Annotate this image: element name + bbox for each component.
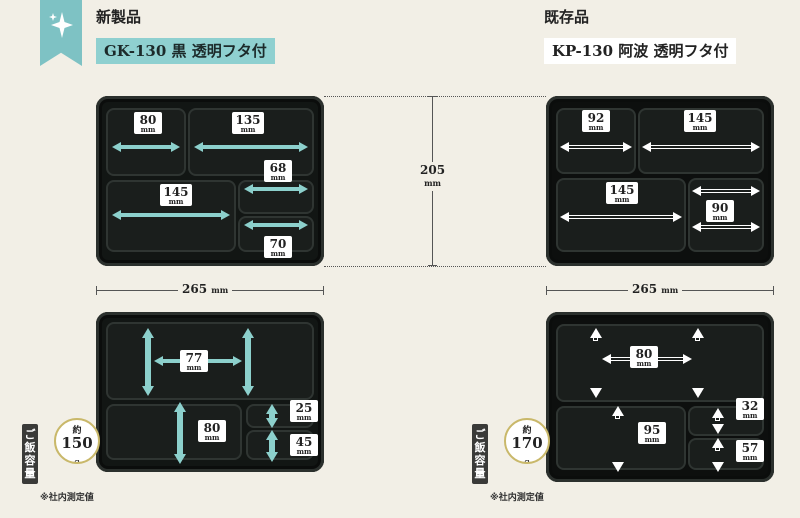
width-dimension-label: 265 mm (178, 282, 233, 296)
measurement-note: ※社内測定値 (490, 493, 544, 503)
depth-arrow (612, 406, 624, 472)
depth-arrow (174, 402, 186, 464)
rice-capacity-label: ご飯容量 (472, 424, 488, 484)
width-dimension-label: 265 mm (628, 282, 683, 296)
existing-model-label: KP-130 阿波 透明フタ付 (544, 38, 737, 64)
depth-arrow (266, 404, 278, 428)
width-arrow (692, 186, 760, 196)
width-arrow (560, 212, 682, 222)
width-arrow (560, 142, 632, 152)
depth-arrow (712, 408, 724, 434)
existing-product-heading: 既存品 (544, 8, 590, 26)
depth-arrow (712, 438, 724, 472)
depth-arrow (590, 328, 602, 398)
width-arrow (194, 142, 308, 152)
measurement-note: ※社内測定値 (40, 493, 94, 503)
depth-arrow (142, 328, 154, 396)
width-arrow (692, 222, 760, 232)
width-arrow (112, 210, 230, 220)
rice-capacity-label: ご飯容量 (22, 424, 38, 484)
width-arrow (244, 184, 308, 194)
new-model-label: GK-130 黒 透明フタ付 (96, 38, 275, 64)
width-arrow (112, 142, 180, 152)
depth-arrow (692, 328, 704, 398)
rice-bowl-badge: 約 150 g (54, 418, 100, 464)
guide-line (324, 266, 546, 267)
sparkle-ribbon (40, 0, 82, 66)
sparkle-icon (49, 12, 73, 38)
new-product-heading: 新製品 (96, 8, 142, 26)
depth-arrow (242, 328, 254, 396)
width-arrow (642, 142, 760, 152)
width-arrow (244, 220, 308, 230)
depth-arrow (266, 430, 278, 462)
rice-bowl-badge: 約 170 g (504, 418, 550, 464)
